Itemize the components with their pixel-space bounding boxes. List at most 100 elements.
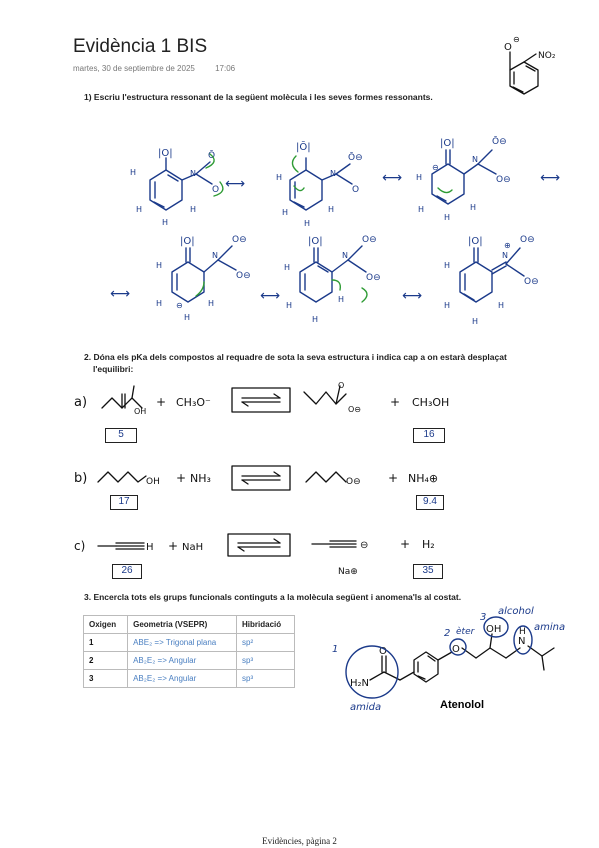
svg-text:H₂: H₂ <box>422 538 435 551</box>
header-charge: ⊖ <box>513 35 520 44</box>
table-row: 3 AB₂E₂ => Angular sp³ <box>82 669 295 688</box>
svg-text:⟷: ⟷ <box>382 170 402 186</box>
svg-text:H: H <box>276 173 282 182</box>
svg-text:H: H <box>282 208 288 217</box>
svg-text:H: H <box>190 205 196 214</box>
svg-text:O⊖: O⊖ <box>232 235 247 245</box>
equilibrium-c: c) H + NaH ⊖ Na⊕ + H₂ <box>74 533 435 577</box>
svg-text:H: H <box>146 542 154 553</box>
header-nitrophenoxide-drawing: O ⊖ NO₂ <box>504 35 556 95</box>
svg-text:NH₃: NH₃ <box>190 472 211 485</box>
atenolol-drawing: H₂N O O OH N H 1 2 3 èter alcohol amina … <box>332 606 565 713</box>
resonance-structure-4: |O| O⊖ O⊖ N H H H H ⊖ <box>156 235 251 322</box>
svg-text:O: O <box>352 185 359 195</box>
header-geometria: Geometria (VSEPR) <box>127 615 238 634</box>
question-2-line2: l'equilibri: <box>93 364 134 374</box>
pka-b-right: 9.4 <box>416 495 444 510</box>
svg-text:O⊖: O⊖ <box>346 477 361 487</box>
svg-text:O: O <box>338 381 344 390</box>
table-header-row: Oxigen Geometria (VSEPR) Hibridació <box>82 615 295 634</box>
page-title: Evidència 1 BIS <box>73 36 208 57</box>
svg-text:+: + <box>400 537 410 551</box>
svg-text:O: O <box>212 185 219 195</box>
resonance-structure-3: |O| Ō⊖O⊖ N HH HH ⊖ <box>416 136 511 222</box>
svg-text:H: H <box>130 168 136 177</box>
svg-text:CH₃OH: CH₃OH <box>412 396 449 409</box>
header-no2-label: NO₂ <box>538 51 556 61</box>
resonance-structure-5: |O| O⊖O⊖ N HH HH <box>284 235 381 324</box>
atom-o-ether: O <box>452 644 460 655</box>
svg-text:+: + <box>176 471 186 485</box>
svg-text:H: H <box>444 213 450 222</box>
svg-text:b): b) <box>74 471 87 486</box>
question-1: 1) Escriu l'estructura ressonant de la s… <box>84 92 433 102</box>
date-text: martes, 30 de septiembre de 2025 <box>73 64 195 73</box>
svg-text:H: H <box>338 295 344 304</box>
question-3: 3. Encercla tots els grups funcionals co… <box>84 592 462 602</box>
svg-text:H: H <box>284 263 290 272</box>
vsepr-table: Oxigen Geometria (VSEPR) Hibridació 1 AB… <box>82 615 295 688</box>
svg-text:N: N <box>472 155 478 164</box>
time-text: 17:06 <box>215 64 236 73</box>
svg-text:NH₄⊕: NH₄⊕ <box>408 472 438 485</box>
svg-text:⊖: ⊖ <box>360 540 368 551</box>
svg-text:H: H <box>304 219 310 228</box>
svg-text:⟷: ⟷ <box>260 288 280 304</box>
svg-text:O⊖: O⊖ <box>524 277 539 287</box>
atom-n: N <box>518 636 525 647</box>
equilibrium-a: a) OH + CH₃O⁻ O O⊖ + CH₃OH <box>74 381 449 416</box>
atom-h: H <box>519 627 526 637</box>
svg-text:O⊖: O⊖ <box>366 273 381 283</box>
svg-text:O⊖: O⊖ <box>520 235 535 245</box>
svg-text:⊖: ⊖ <box>432 163 439 172</box>
header-hibridacio: Hibridació <box>236 615 295 634</box>
svg-text:H: H <box>208 299 214 308</box>
svg-text:H: H <box>444 261 450 270</box>
svg-text:+: + <box>156 395 166 409</box>
svg-text:a): a) <box>74 395 87 410</box>
svg-text:H: H <box>162 218 168 227</box>
resonance-structures-drawing: |O| ŌO N HH HH ⟷ |Ō| Ō⊖O N HH HH ⟷ |O| Ō… <box>110 136 560 326</box>
table-row: 1 ABE₂ => Trigonal plana sp² <box>82 633 295 652</box>
number-2: 2 <box>444 628 450 639</box>
svg-text:+: + <box>388 471 398 485</box>
resonance-structure-2: |Ō| Ō⊖O N HH HH <box>276 140 363 228</box>
svg-text:⟷: ⟷ <box>540 170 560 186</box>
svg-text:O⊖: O⊖ <box>348 405 361 414</box>
number-1: 1 <box>332 644 338 655</box>
svg-text:⊕: ⊕ <box>504 241 511 250</box>
svg-text:H: H <box>156 299 162 308</box>
pka-a-right: 16 <box>413 428 445 443</box>
atenolol-name: Atenolol <box>440 699 484 711</box>
svg-text:N: N <box>330 169 336 178</box>
page-footer: Evidències, pàgina 2 <box>262 836 337 846</box>
page-date: martes, 30 de septiembre de 2025 17:06 <box>73 64 253 73</box>
svg-text:H: H <box>286 301 292 310</box>
svg-text:|O|: |O| <box>158 148 173 159</box>
svg-text:⊖: ⊖ <box>176 301 183 310</box>
label-alcohol: alcohol <box>498 606 534 617</box>
svg-text:NaH: NaH <box>182 542 203 553</box>
svg-text:|O|: |O| <box>180 236 195 247</box>
svg-text:⟷: ⟷ <box>110 286 130 302</box>
pka-c-right: 35 <box>413 564 443 579</box>
svg-text:O⊖: O⊖ <box>362 235 377 245</box>
pka-a-left: 5 <box>105 428 137 443</box>
atom-h2n: H₂N <box>350 678 369 689</box>
svg-text:N: N <box>212 251 218 260</box>
svg-text:H: H <box>184 313 190 322</box>
header-o-label: O <box>504 42 512 53</box>
svg-text:Ō⊖: Ō⊖ <box>348 152 363 163</box>
svg-text:H: H <box>136 205 142 214</box>
svg-text:H: H <box>156 261 162 270</box>
svg-text:Na⊕: Na⊕ <box>338 567 358 577</box>
svg-text:c): c) <box>74 539 85 553</box>
label-amina: amina <box>534 622 565 633</box>
svg-text:|Ō|: |Ō| <box>296 140 311 153</box>
svg-text:⟷: ⟷ <box>402 288 422 304</box>
svg-text:OH: OH <box>134 407 146 416</box>
svg-text:O⊖: O⊖ <box>236 271 251 281</box>
question-2-line1: 2. Dóna els pKa dels compostos al requad… <box>84 352 507 362</box>
svg-text:H: H <box>472 317 478 326</box>
svg-text:⟷: ⟷ <box>225 176 245 192</box>
